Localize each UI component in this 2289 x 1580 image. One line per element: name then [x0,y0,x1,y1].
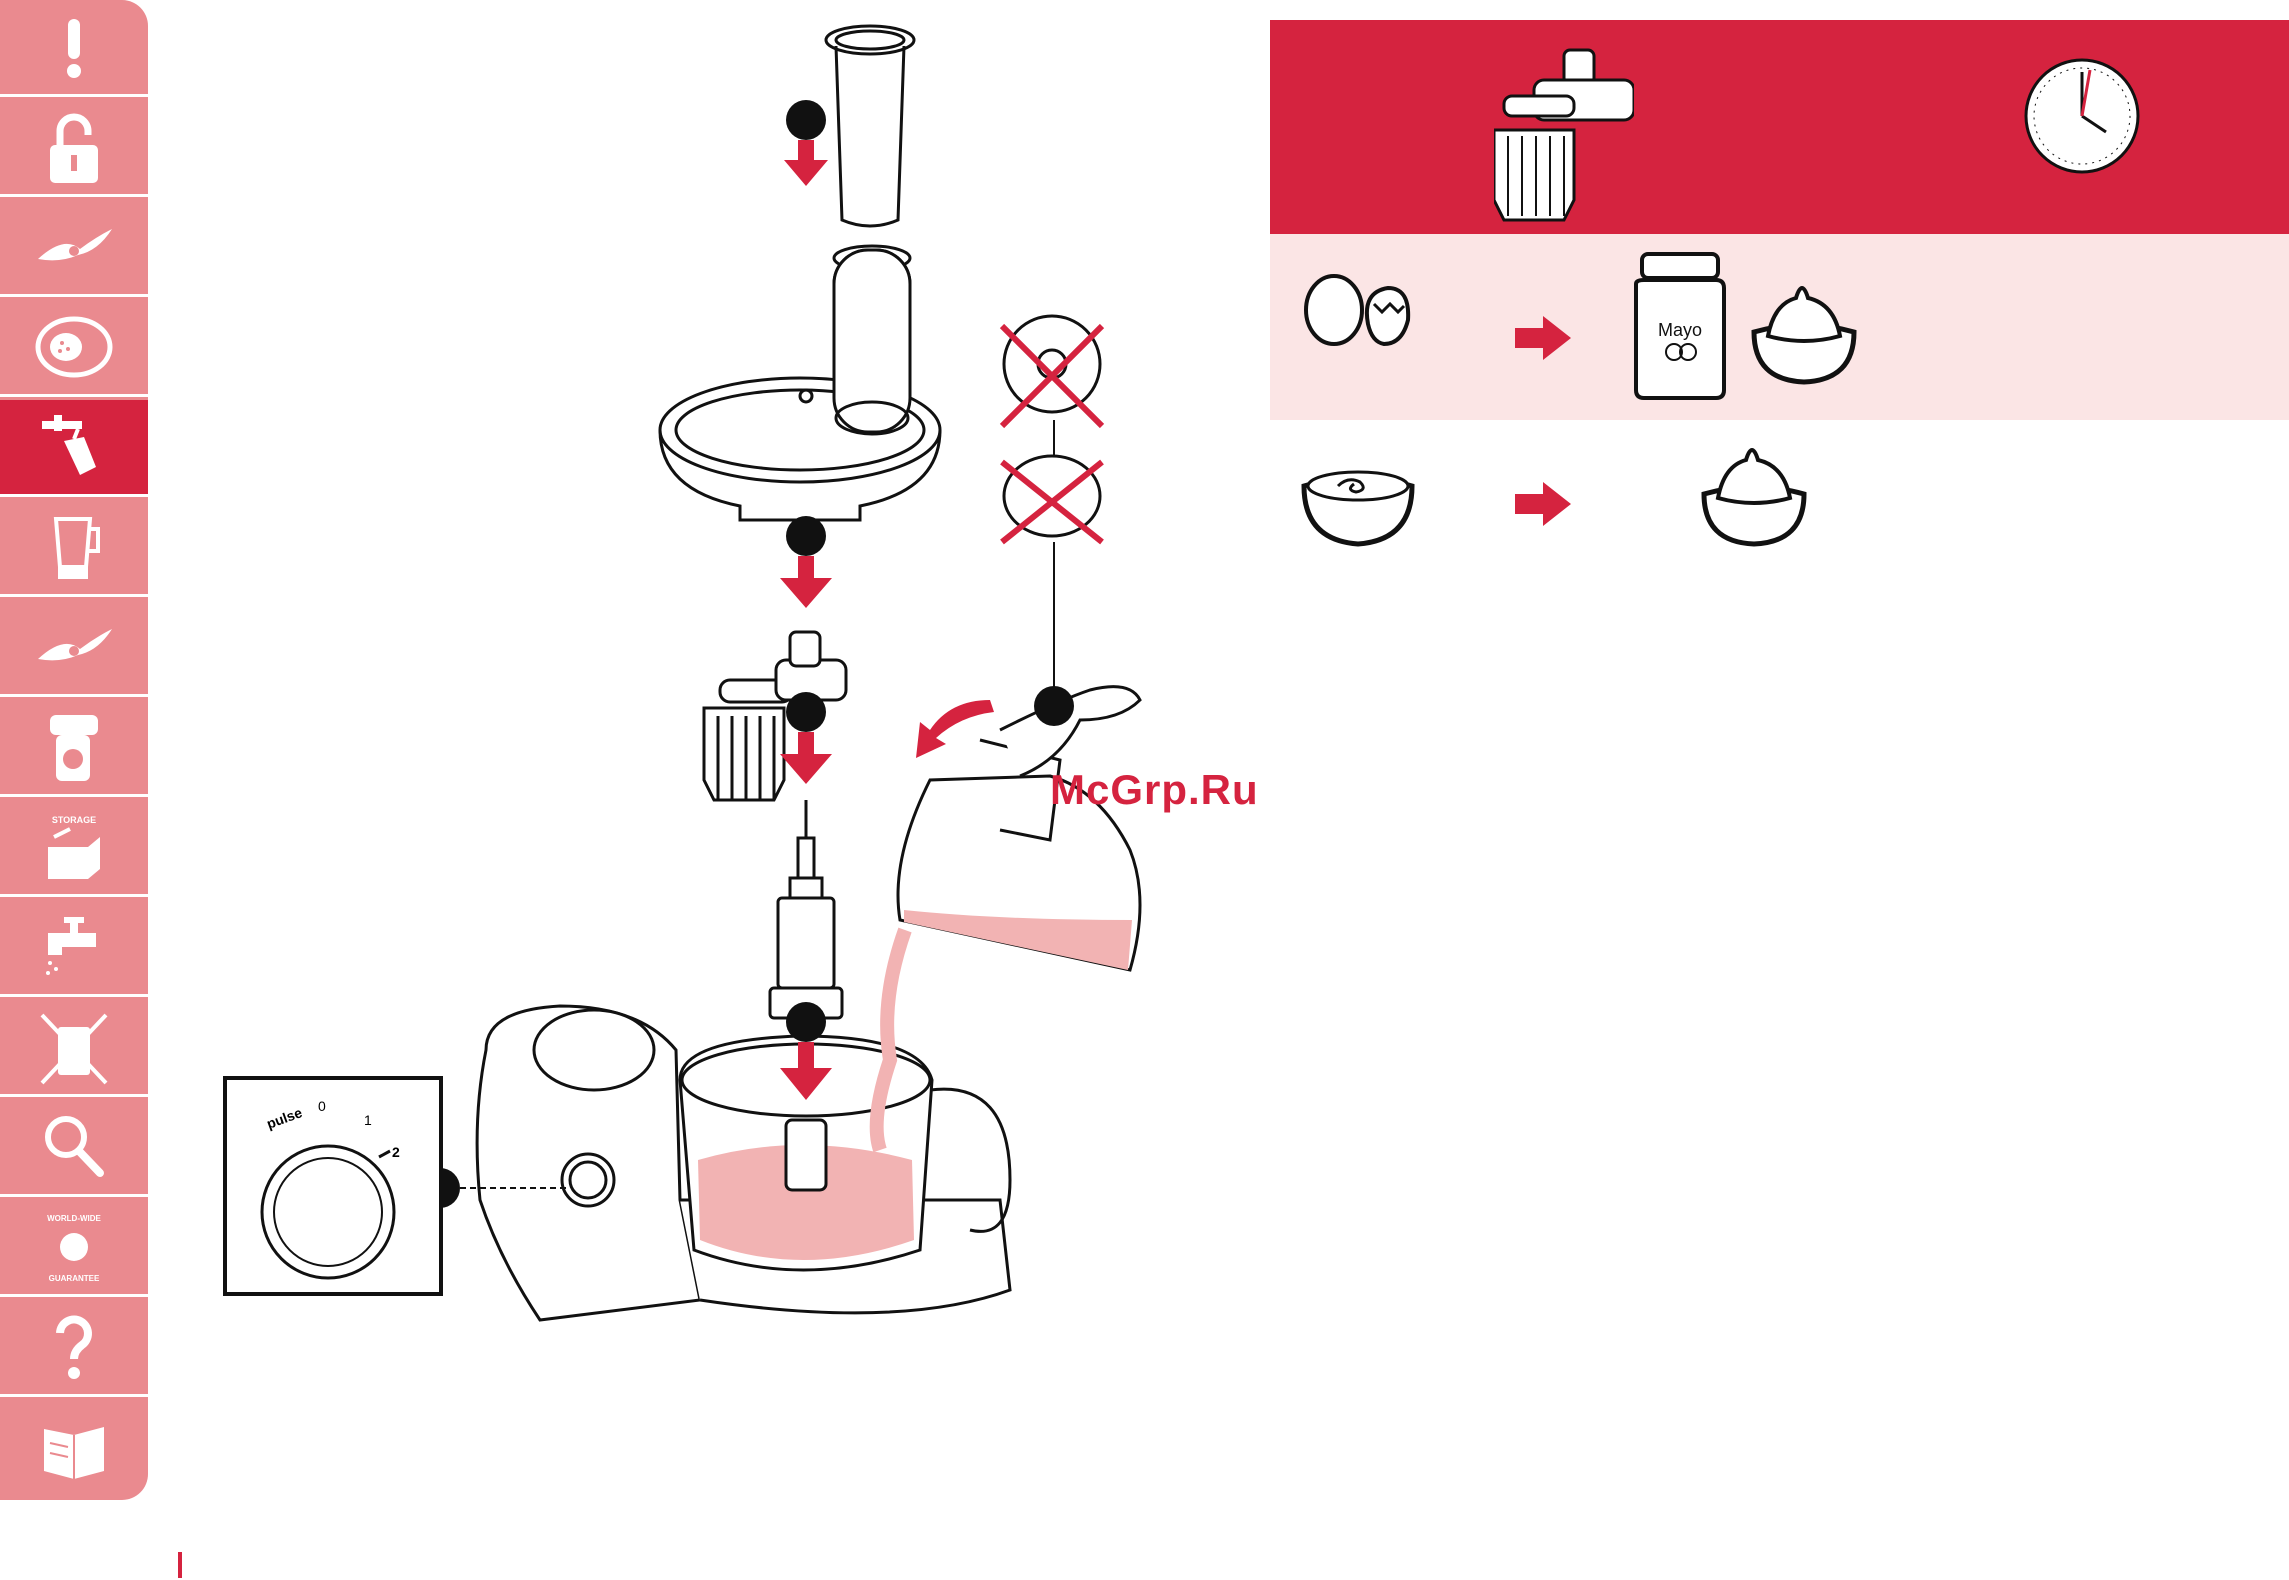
pusher [826,26,914,226]
eggs-icon [1298,264,1418,354]
table-row: Mayo [1270,234,2289,420]
drive-shaft [770,800,842,1018]
mayo-jar-icon: Mayo [1630,252,1730,402]
clock-icon [2022,56,2142,176]
dial-label-speed2: 2 [392,1144,400,1160]
crossed-disc-2 [1002,456,1102,542]
arrow-right-icon [1515,482,1571,526]
dial-label-speed1: 1 [364,1112,372,1128]
bowl-lid [660,246,940,520]
table-row [1270,420,2289,580]
crossed-disc-1 [1002,316,1102,426]
dial-label-off: 0 [318,1098,326,1114]
page-marker [178,1552,182,1578]
whipped-bowl-icon [1744,268,1864,388]
table-header [1270,20,2289,234]
bowl-spindle [786,1120,826,1190]
arrow-right-icon [1515,316,1571,360]
watermark: McGrp.Ru [1050,766,1259,814]
whipped-bowl-icon [1694,430,1814,550]
cream-bowl-icon [1298,450,1418,550]
whisk-tool-icon [1494,30,1634,230]
svg-text:Mayo: Mayo [1658,320,1702,340]
